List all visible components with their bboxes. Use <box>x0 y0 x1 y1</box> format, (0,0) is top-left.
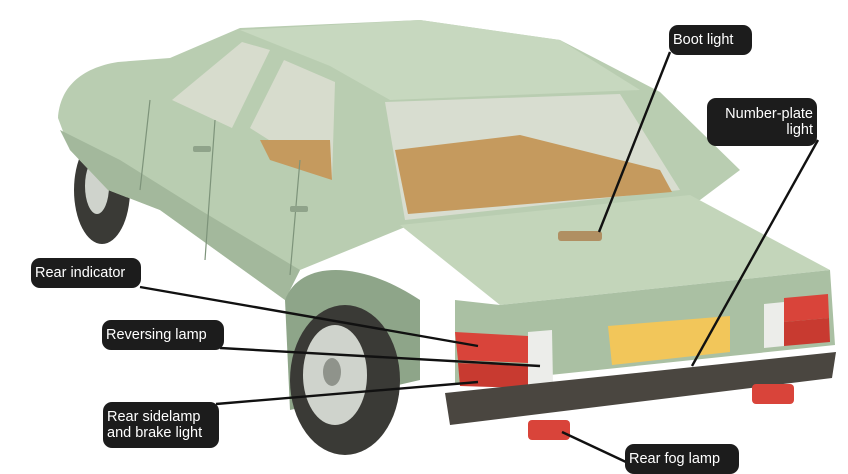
leader-number-plate-light <box>690 139 820 367</box>
leader-rear-fog-lamp <box>561 430 627 464</box>
car-roof <box>240 20 640 100</box>
boot-lid <box>400 195 830 305</box>
side-window-rear <box>172 42 270 128</box>
leader-rear-sidelamp <box>215 380 479 406</box>
rear-interior <box>395 135 672 214</box>
side-interior <box>260 140 332 180</box>
callout-reversing-lamp: Reversing lamp <box>102 320 224 350</box>
callout-boot-light: Boot light <box>669 25 752 55</box>
rear-bumper <box>445 352 836 425</box>
door-seams <box>139 99 301 276</box>
leader-lines <box>139 51 820 464</box>
door-handle-front <box>290 206 308 212</box>
car-body-lower-shadow <box>60 130 300 300</box>
fog-lamp-right <box>752 384 794 404</box>
right-rear-light-cluster <box>764 294 830 348</box>
door-handle-rear <box>193 146 211 152</box>
callout-rear-fog-lamp: Rear fog lamp <box>625 444 739 474</box>
leader-rear-indicator <box>139 285 479 348</box>
boot-light-lamp <box>558 231 602 241</box>
leader-reversing-lamp <box>219 346 541 368</box>
fog-lamp-left <box>528 420 570 440</box>
callout-rear-indicator: Rear indicator <box>31 258 141 288</box>
left-rear-light-cluster <box>455 330 553 388</box>
leader-boot-light <box>597 51 672 233</box>
callout-rear-sidelamp-brake-light: Rear sidelamp and brake light <box>103 402 219 448</box>
near-rear-wheel <box>290 305 400 455</box>
callout-number-plate-light: Number-plate light <box>707 98 817 146</box>
